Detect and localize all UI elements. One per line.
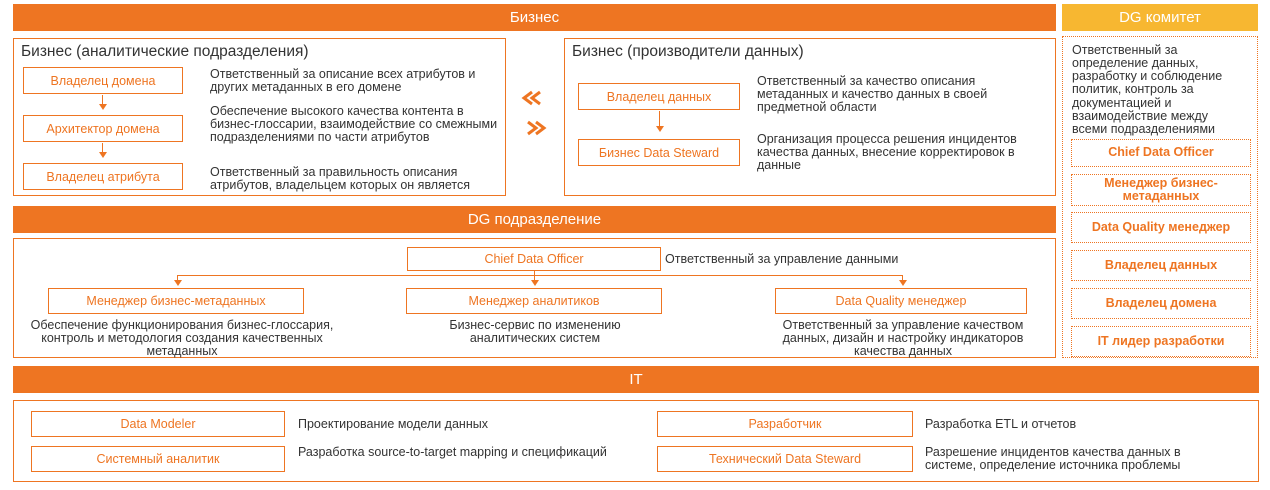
role-dq-manager-desc: Ответственный за управление качеством да… (782, 318, 1024, 359)
role-metadata-manager-desc: Обеспечение функционирования бизнес-глос… (30, 318, 334, 359)
role-domain-architect-desc: Обеспечение высокого качества контента в… (210, 104, 498, 145)
connector-line (534, 271, 536, 276)
committee-member-dq-manager: Data Quality менеджер (1071, 212, 1251, 243)
role-data-modeler: Data Modeler (31, 411, 285, 437)
committee-member-data-owner: Владелец данных (1071, 250, 1251, 281)
committee-header: DG комитет (1062, 4, 1258, 31)
business-producers-panel (564, 38, 1056, 196)
committee-member-cdo: Chief Data Officer (1071, 139, 1251, 167)
role-technical-data-steward-desc: Разрешение инцидентов качества данных в … (925, 445, 1181, 473)
committee-panel (1062, 36, 1258, 358)
role-metadata-manager: Менеджер бизнес-метаданных (48, 288, 304, 314)
role-domain-architect: Архитектор домена (23, 115, 183, 142)
role-developer-desc: Разработка ETL и отчетов (925, 417, 1077, 431)
role-technical-data-steward: Технический Data Steward (657, 446, 913, 472)
arrow-down-icon (656, 126, 664, 132)
role-analytics-manager-desc: Бизнес-сервис по изменению аналитических… (449, 318, 621, 346)
dg-panel (13, 238, 1056, 358)
role-business-data-steward-desc: Организация процесса решения инцидентов … (757, 132, 1017, 173)
connector-line (177, 275, 903, 277)
role-domain-owner-desc: Ответственный за описание всех атрибутов… (210, 67, 476, 95)
business-producers-title: Бизнес (производители данных) (572, 43, 804, 60)
role-data-owner-desc: Ответственный за качество описания метад… (757, 74, 988, 115)
arrow-down-icon (99, 104, 107, 110)
committee-member-domain-owner: Владелец домена (1071, 288, 1251, 319)
connector-line (659, 111, 661, 127)
role-attribute-owner: Владелец атрибута (23, 163, 183, 190)
role-attribute-owner-desc: Ответственный за правильность описания а… (210, 165, 471, 193)
connector-line (102, 95, 104, 106)
connector-line (534, 275, 536, 281)
it-header: IT (13, 366, 1259, 393)
connector-line (902, 275, 904, 281)
role-analytics-manager: Менеджер аналитиков (406, 288, 662, 314)
dg-header: DG подразделение (13, 206, 1056, 233)
arrow-down-icon (899, 280, 907, 286)
arrow-down-icon (531, 280, 539, 286)
committee-member-it-lead: IT лидер разработки (1071, 326, 1251, 357)
arrow-down-icon (99, 152, 107, 158)
role-developer: Разработчик (657, 411, 913, 437)
business-analytic-panel (13, 38, 506, 196)
connector-line (177, 275, 179, 281)
role-data-owner: Владелец данных (578, 83, 740, 110)
role-system-analyst: Системный аналитик (31, 446, 285, 472)
role-business-data-steward: Бизнес Data Steward (578, 139, 740, 166)
it-panel (13, 400, 1259, 482)
business-analytic-title: Бизнес (аналитические подразделения) (21, 43, 309, 60)
connector-line (102, 143, 104, 154)
role-chief-data-officer-desc: Ответственный за управление данными (665, 252, 899, 266)
role-data-modeler-desc: Проектирование модели данных (298, 417, 488, 431)
role-chief-data-officer: Chief Data Officer (407, 247, 661, 271)
role-domain-owner: Владелец домена (23, 67, 183, 94)
committee-member-metadata-manager: Менеджер бизнес-метаданных (1071, 174, 1251, 206)
arrow-down-icon (174, 280, 182, 286)
role-dq-manager: Data Quality менеджер (775, 288, 1027, 314)
role-system-analyst-desc: Разработка source-to-target mapping и сп… (298, 445, 607, 459)
business-header: Бизнес (13, 4, 1056, 31)
exchange-arrows-icon (521, 90, 547, 136)
committee-desc: Ответственный за определение данных, раз… (1072, 43, 1223, 136)
